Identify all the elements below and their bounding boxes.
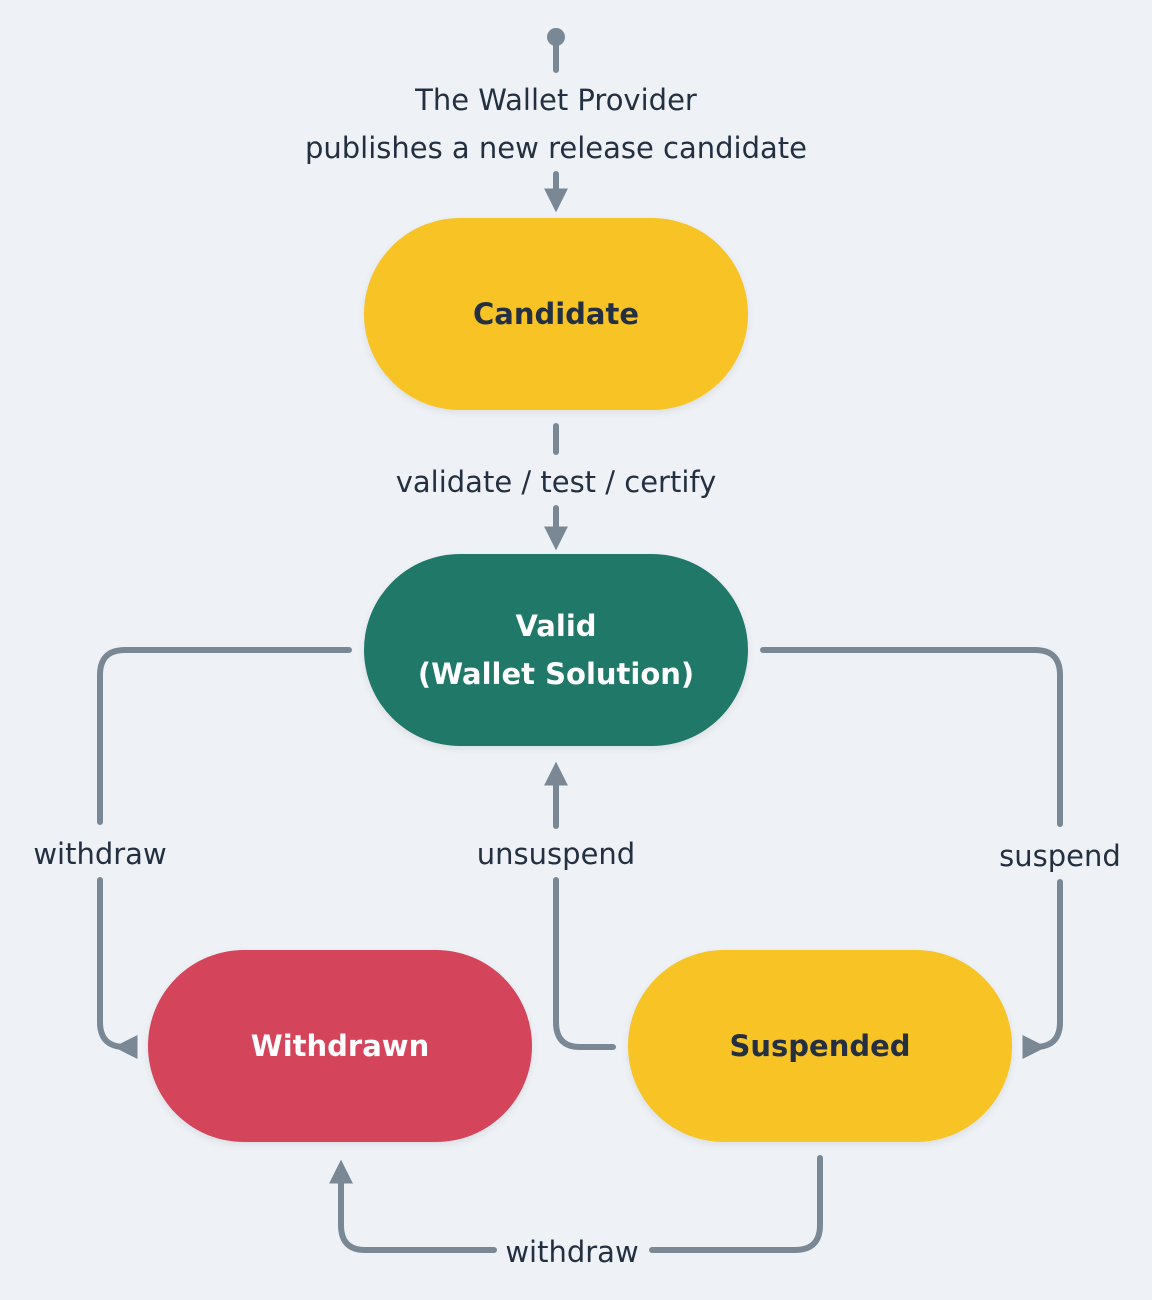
suspend-arrow (1022, 879, 1063, 1059)
edge-label-withdraw-bottom: withdraw (505, 1235, 639, 1269)
state-suspended-label: Suspended (729, 1029, 911, 1063)
suspend-line-top (760, 647, 1063, 827)
withdraw-bottom-line-right (649, 1155, 823, 1253)
state-withdrawn: Withdrawn (148, 950, 532, 1142)
edge-label-withdraw-left: withdraw (33, 837, 167, 871)
withdraw-left-line-top (97, 647, 352, 825)
state-valid-label-line-1: Valid (515, 609, 597, 643)
edge-label-suspend: suspend (999, 839, 1121, 873)
state-candidate-label: Candidate (472, 297, 640, 331)
unsuspend-line-bottom (553, 877, 616, 1050)
edge-label-unsuspend: unsuspend (476, 837, 636, 871)
state-valid-label-line-2: (Wallet Solution) (417, 657, 695, 691)
state-suspended: Suspended (628, 950, 1012, 1142)
state-valid: Valid (Wallet Solution) (364, 554, 748, 746)
start-label-line-1: The Wallet Provider (415, 83, 697, 117)
state-candidate: Candidate (364, 218, 748, 410)
state-withdrawn-label: Withdrawn (250, 1029, 430, 1063)
start-label: The Wallet Provider publishes a new rele… (256, 76, 856, 172)
start-label-line-2: publishes a new release candidate (304, 131, 808, 165)
edge-label-validate: validate / test / certify (395, 465, 717, 499)
withdraw-bottom-arrow (329, 1159, 497, 1253)
withdraw-left-arrow (97, 877, 138, 1059)
